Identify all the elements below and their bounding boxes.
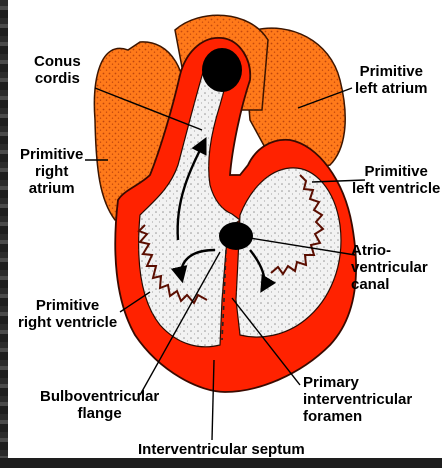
label-primitive-left-atrium: Primitive left atrium [355, 63, 428, 97]
label-primary-interventricular-foramen: Primary interventricular foramen [303, 374, 412, 425]
label-primitive-right-atrium: Primitive right atrium [20, 146, 83, 197]
label-interventricular-septum: Interventricular septum [138, 441, 305, 458]
label-conus-cordis: Conus cordis [34, 53, 81, 87]
label-primitive-left-ventricle: Primitive left ventricle [352, 163, 440, 197]
label-atrioventricular-canal: Atrio- ventricular canal [351, 242, 428, 293]
label-primitive-right-ventricle: Primitive right ventricle [18, 297, 117, 331]
conus-opening [202, 48, 242, 92]
av-canal-opening [219, 222, 253, 250]
label-bulboventricular-flange: Bulboventricular flange [40, 388, 159, 422]
